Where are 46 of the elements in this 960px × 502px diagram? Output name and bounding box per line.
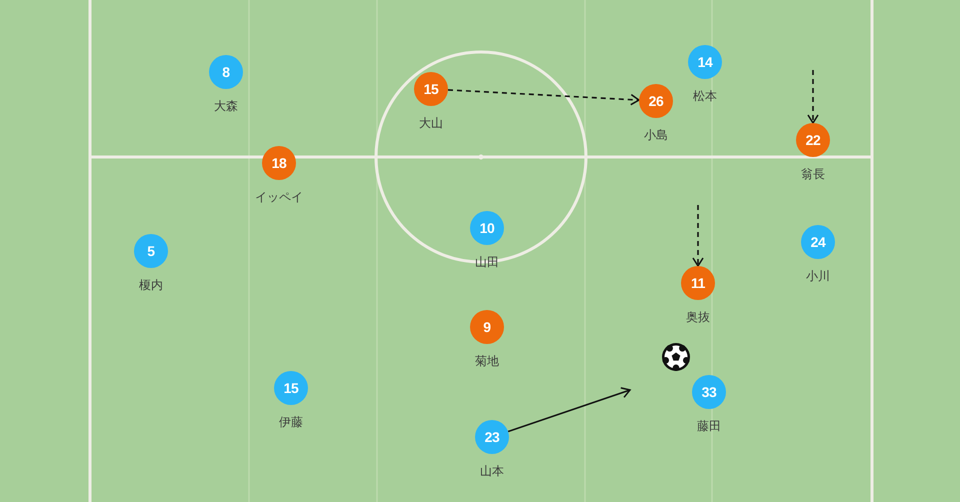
player-number: 33 bbox=[702, 385, 716, 399]
player-token bbox=[470, 211, 504, 245]
player-token bbox=[688, 45, 722, 79]
player-number: 8 bbox=[222, 65, 230, 79]
player-name: 大森 bbox=[214, 98, 238, 114]
player-name: 大山 bbox=[419, 115, 443, 131]
player-number: 15 bbox=[424, 82, 438, 96]
player-name: 伊藤 bbox=[279, 414, 303, 430]
player-number: 15 bbox=[284, 381, 298, 395]
player-number: 22 bbox=[806, 133, 820, 147]
player-name: 松本 bbox=[693, 88, 717, 104]
player-number: 10 bbox=[480, 221, 494, 235]
arrow bbox=[508, 387, 631, 432]
player-number: 11 bbox=[690, 276, 706, 290]
player-token bbox=[414, 72, 448, 106]
player-number: 24 bbox=[810, 235, 826, 249]
player-token bbox=[262, 146, 296, 180]
player-token bbox=[681, 266, 715, 300]
player-token bbox=[134, 234, 168, 268]
player-name: 奥抜 bbox=[686, 309, 710, 325]
player-name: 小島 bbox=[644, 127, 668, 143]
player-number: 9 bbox=[483, 320, 491, 334]
player-token bbox=[209, 55, 243, 89]
player-token bbox=[801, 225, 835, 259]
player-number: 23 bbox=[484, 430, 500, 444]
player-token bbox=[274, 371, 308, 405]
player-name: 小川 bbox=[806, 268, 830, 284]
player-name: 翁長 bbox=[801, 166, 825, 182]
player-name: 菊地 bbox=[475, 353, 499, 369]
dashed-arrow bbox=[448, 89, 640, 106]
player-number: 5 bbox=[147, 244, 155, 258]
player-token bbox=[470, 310, 504, 344]
player-number: 18 bbox=[272, 156, 286, 170]
player-name: 山田 bbox=[475, 254, 499, 270]
player-name: 榎内 bbox=[139, 277, 163, 293]
player-token bbox=[475, 420, 509, 454]
player-name: 山本 bbox=[480, 463, 504, 479]
player-token bbox=[796, 123, 830, 157]
player-name: イッペイ bbox=[255, 189, 303, 205]
player-name: 藤田 bbox=[697, 418, 721, 434]
player-number: 26 bbox=[648, 94, 664, 108]
dashed-arrow bbox=[807, 70, 819, 124]
dashed-arrow bbox=[692, 205, 704, 267]
player-number: 14 bbox=[698, 55, 712, 69]
player-token bbox=[639, 84, 673, 118]
player-token bbox=[692, 375, 726, 409]
